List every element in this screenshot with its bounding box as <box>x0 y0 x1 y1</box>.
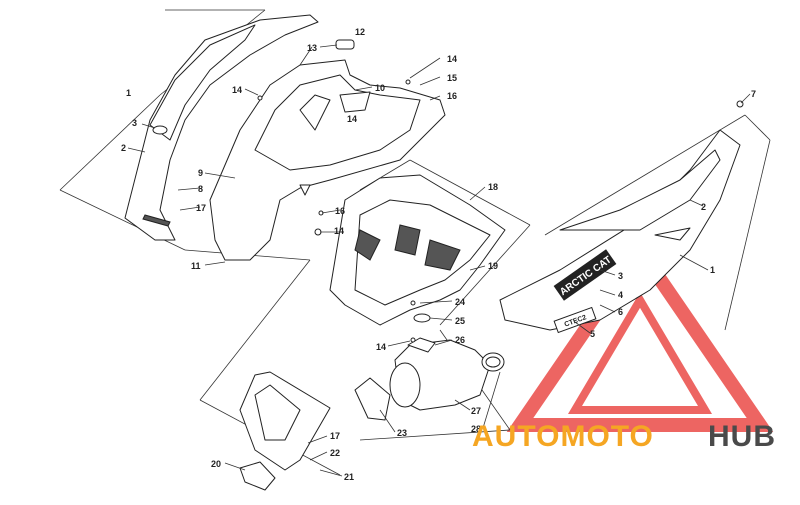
callout-24: 24 <box>455 297 465 307</box>
callout-1-right: 1 <box>710 265 715 275</box>
air-box <box>329 174 506 326</box>
callout-16-b: 16 <box>335 206 345 216</box>
callout-19: 19 <box>488 261 498 271</box>
callout-6: 6 <box>618 307 623 317</box>
model-decal <box>553 306 597 334</box>
leader-lines <box>127 44 751 477</box>
callout-15: 15 <box>447 73 457 83</box>
callout-17-b: 17 <box>330 431 340 441</box>
grommet <box>413 313 431 323</box>
callout-14-b: 14 <box>447 54 457 64</box>
watermark-text: AUTOMOTO HUB <box>472 420 776 453</box>
callout-5: 5 <box>590 329 595 339</box>
callout-17-a: 17 <box>196 203 206 213</box>
callout-1-left: 1 <box>126 88 131 98</box>
callout-13: 13 <box>307 43 317 53</box>
fasteners <box>257 79 744 343</box>
callout-16-a: 16 <box>447 91 457 101</box>
lower-bracket <box>239 461 276 491</box>
callout-23: 23 <box>397 428 407 438</box>
callout-18: 18 <box>488 182 498 192</box>
callout-4: 4 <box>618 290 623 300</box>
lower-nose-pan <box>239 371 331 471</box>
right-side-panel <box>499 129 741 331</box>
watermark-logo <box>506 237 774 432</box>
callout-21: 21 <box>344 472 354 482</box>
callout-2-right: 2 <box>701 202 706 212</box>
callout-14-a: 14 <box>232 85 242 95</box>
callout-3-left: 3 <box>132 118 137 128</box>
callout-28: 28 <box>471 424 481 434</box>
callout-10: 10 <box>375 83 385 93</box>
intake-duct <box>389 339 491 411</box>
callout-11: 11 <box>191 261 201 271</box>
watermark-text-orange: AUTOMOTO <box>472 420 654 453</box>
callout-7: 7 <box>751 89 756 99</box>
callout-26: 26 <box>455 335 465 345</box>
watermark-text-dark: HUB <box>708 420 776 453</box>
cap <box>335 39 355 50</box>
callout-20: 20 <box>211 459 221 469</box>
callout-3-right: 3 <box>618 271 623 281</box>
callout-14-e: 14 <box>376 342 386 352</box>
callout-9: 9 <box>198 168 203 178</box>
callout-12: 12 <box>355 27 365 37</box>
callout-8: 8 <box>198 184 203 194</box>
brand-decal <box>553 249 617 301</box>
callout-2-left: 2 <box>121 143 126 153</box>
callout-14-d: 14 <box>334 226 344 236</box>
hood <box>209 59 446 261</box>
callout-14-c: 14 <box>347 114 357 124</box>
duct-seal <box>354 377 391 421</box>
callout-27: 27 <box>471 406 481 416</box>
callout-22: 22 <box>330 448 340 458</box>
left-side-panel <box>124 14 319 241</box>
clamp <box>481 352 505 372</box>
callout-labels: 1 2 3 7 12 13 14 14 14 14 10 15 16 16 9 … <box>121 27 756 482</box>
callout-25: 25 <box>455 316 465 326</box>
